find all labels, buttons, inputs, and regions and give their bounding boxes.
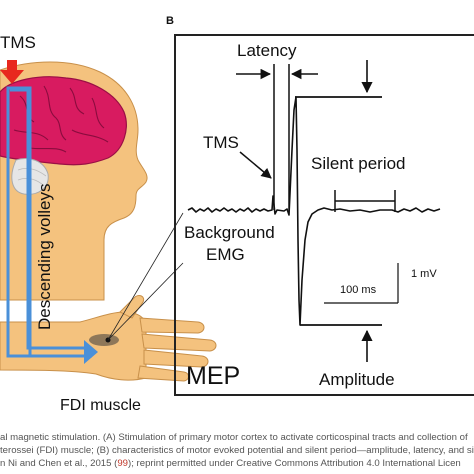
pathway-arrow bbox=[84, 340, 98, 364]
brain-shape bbox=[0, 76, 127, 166]
caption-line-3-rest: ); reprint permitted under Creative Comm… bbox=[128, 458, 461, 469]
connector-lines bbox=[107, 212, 184, 341]
fdi-muscle bbox=[89, 334, 119, 346]
panel-b-letter: B bbox=[166, 15, 174, 27]
mep-label: MEP bbox=[186, 362, 240, 390]
panel-a: TMS Descending volleys FDI muscle bbox=[0, 33, 217, 414]
caption-reference-link[interactable]: 99 bbox=[117, 458, 129, 469]
caption-line-1: al magnetic stimulation. (A) Stimulation… bbox=[0, 432, 468, 443]
scale-time-label: 100 ms bbox=[340, 284, 377, 296]
panel-b: B Latency TMS Silent period Background E… bbox=[166, 15, 474, 396]
tms-label-a: TMS bbox=[0, 33, 36, 52]
background-emg-label-1: Background bbox=[184, 223, 275, 242]
amplitude-label: Amplitude bbox=[319, 370, 395, 389]
silent-period-label: Silent period bbox=[311, 154, 406, 173]
descending-volleys-label: Descending volleys bbox=[35, 184, 54, 330]
fdi-muscle-label: FDI muscle bbox=[60, 397, 141, 414]
caption-line-3: n Ni and Chen et al., 2015 (99); reprint… bbox=[0, 458, 474, 470]
emg-trace bbox=[187, 96, 441, 326]
tms-arrow-icon bbox=[0, 60, 24, 84]
caption-line-3-text: n Ni and Chen et al., 2015 ( bbox=[0, 458, 118, 469]
scale-voltage-label: 1 mV bbox=[411, 268, 437, 280]
tms-label-b: TMS bbox=[203, 133, 239, 152]
caption-line-2: terossei (FDI) muscle; (B) characteristi… bbox=[0, 445, 474, 456]
forearm bbox=[0, 311, 147, 381]
pathway-outline bbox=[6, 86, 32, 358]
background-emg-label-2: EMG bbox=[206, 245, 245, 264]
tms-pointer-arrow bbox=[239, 151, 272, 179]
latency-label: Latency bbox=[237, 41, 297, 60]
panel-b-frame bbox=[174, 34, 474, 396]
